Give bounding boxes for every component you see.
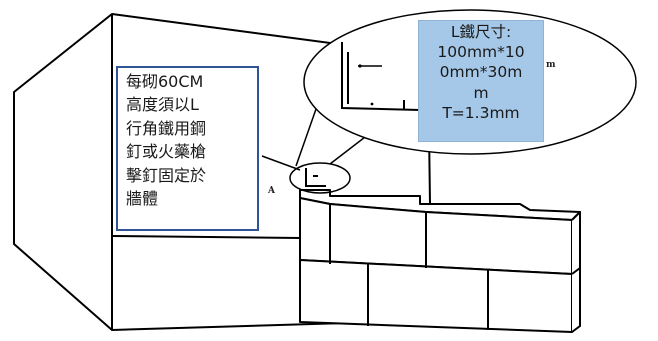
right-callout-line-2: 100mm*10 [437, 43, 525, 62]
left-wall [13, 13, 113, 331]
block-joints [329, 204, 581, 333]
left-callout-line-5: 擊釘固定於 [126, 165, 207, 185]
left-callout-line-1: 每砌60CM [126, 72, 204, 91]
zoom-hole-bottom [370, 102, 374, 106]
right-callout-line-5: T=1.3mm [442, 103, 520, 122]
left-callout: 每砌60CM 高度須以L 行角鐵用鋼 釘或火藥槍 擊釘固定於 牆體 [116, 66, 259, 231]
zoom-hole [358, 64, 362, 68]
leader-line-left [261, 155, 301, 171]
left-callout-line-3: 行角鐵用鋼 [126, 118, 207, 138]
zoom-fragment-label: m [546, 60, 556, 70]
right-callout-line-1: L鐵尺寸: [450, 23, 512, 41]
detail-bracket [305, 168, 326, 187]
detail-circle [289, 162, 351, 194]
point-label-a: A [268, 186, 275, 196]
left-callout-line-2: 高度須以L [126, 95, 199, 115]
zoom-bracket [341, 42, 421, 111]
left-callout-line-6: 牆體 [126, 189, 159, 209]
right-callout-line-3: 0mm*30m [439, 63, 523, 82]
block-wall [299, 189, 581, 333]
left-callout-line-4: 釘或火藥槍 [126, 142, 207, 162]
right-callout-line-4: m [473, 83, 489, 102]
right-callout: L鐵尺寸: 100mm*10 0mm*30m m T=1.3mm [418, 20, 544, 142]
